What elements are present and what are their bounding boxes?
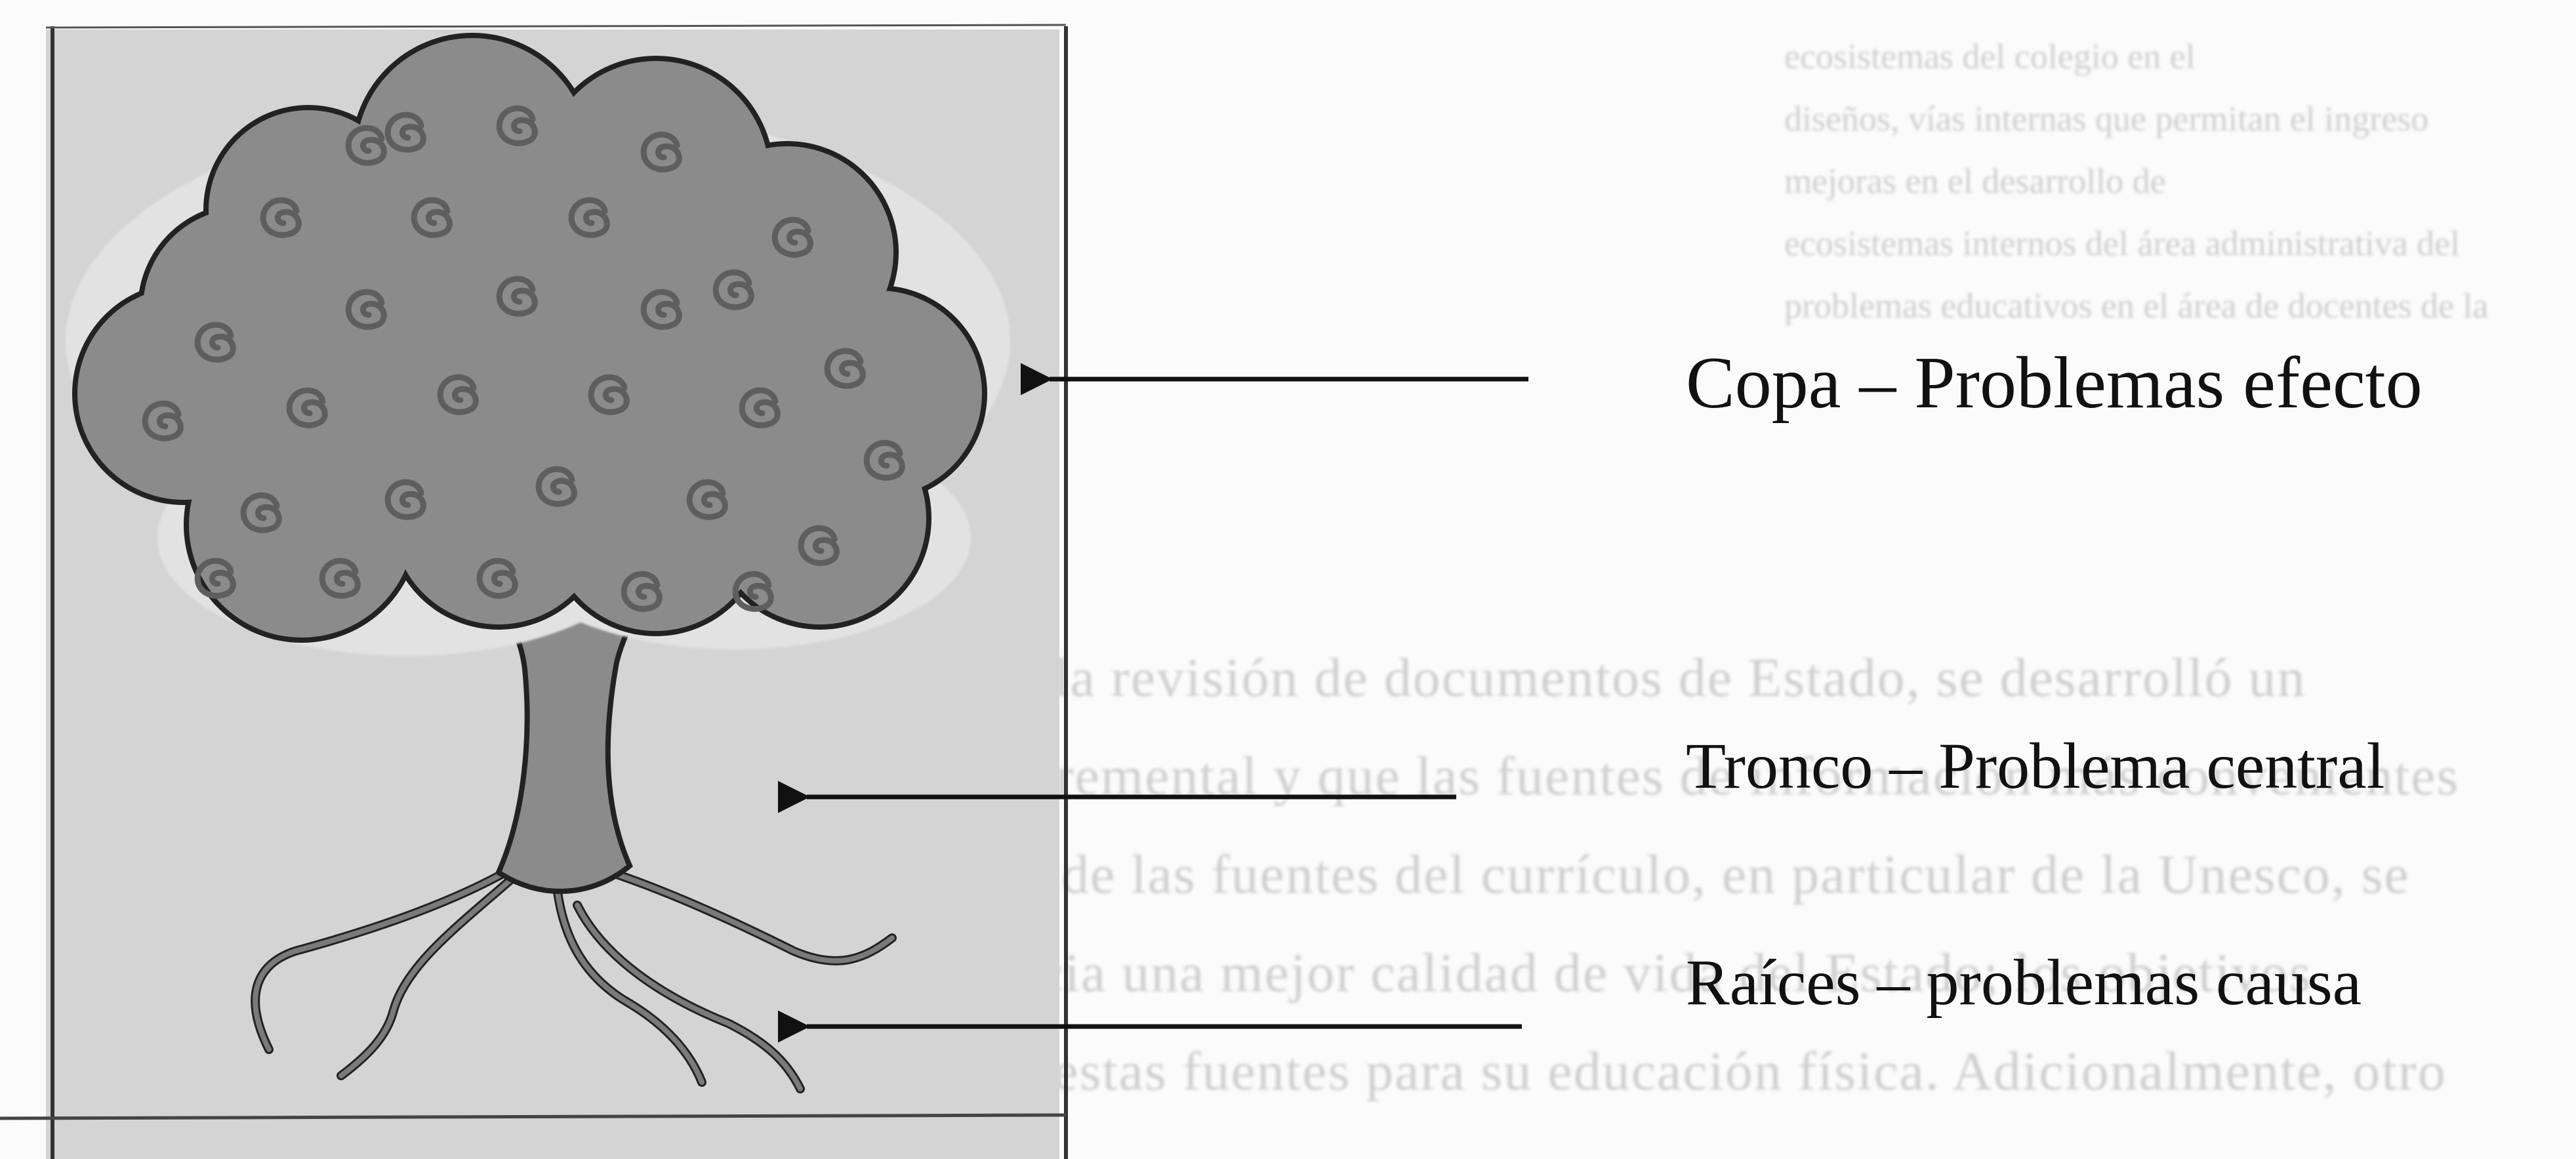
label-tronco: Tronco – Problema central (1686, 728, 2385, 803)
label-copa: Copa – Problemas efecto (1686, 341, 2423, 426)
label-raices: Raíces – problemas causa (1686, 945, 2361, 1020)
